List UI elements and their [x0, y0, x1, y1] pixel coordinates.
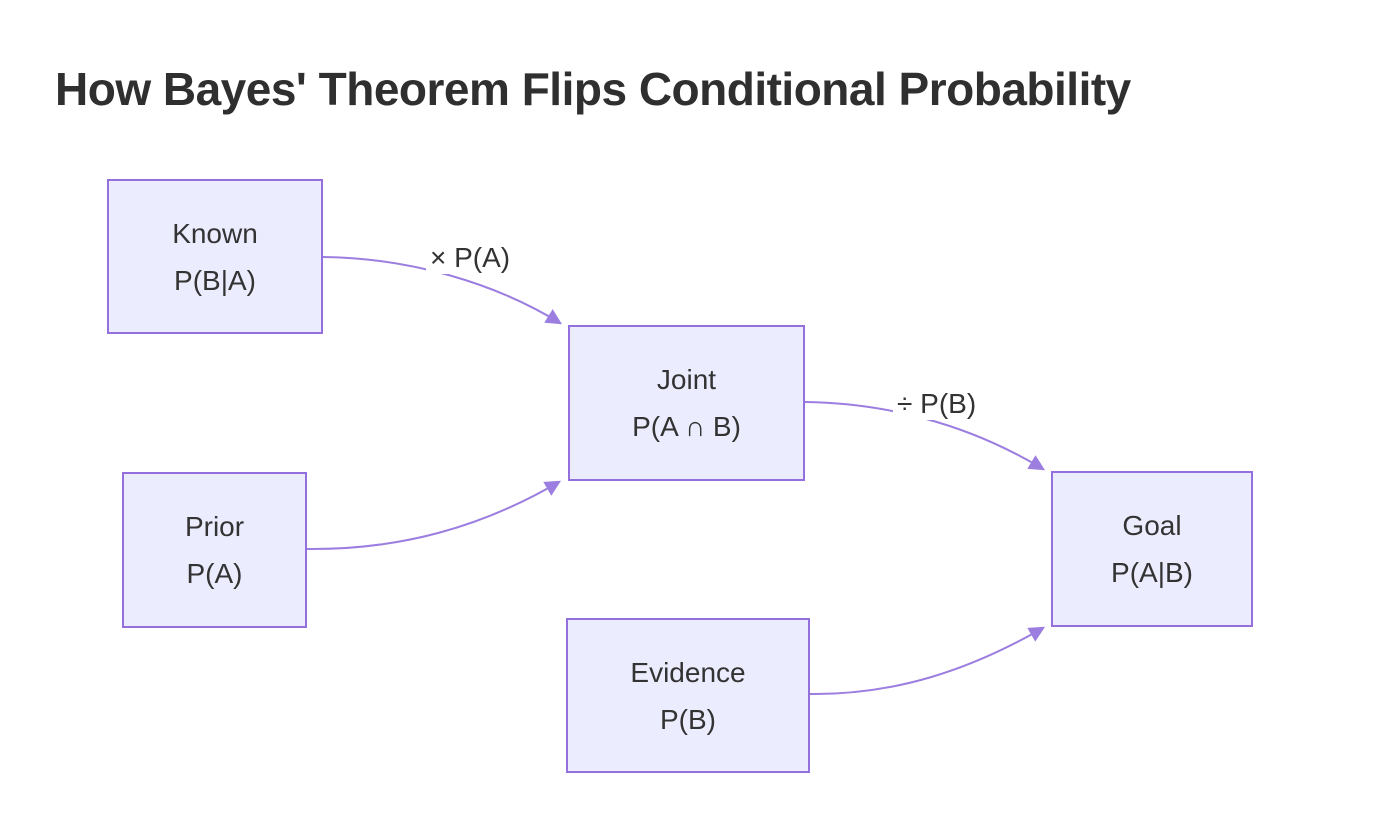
edge-evidence-to-goal: [809, 626, 1046, 696]
node-evidence-name: Evidence: [630, 656, 746, 688]
node-evidence-formula: P(B): [660, 703, 716, 735]
node-known-formula: P(B|A): [174, 264, 256, 296]
edge-label-multiply-prior: × P(A): [426, 242, 515, 274]
node-joint-formula: P(A ∩ B): [632, 411, 741, 442]
node-goal-formula: P(A|B): [1111, 557, 1193, 588]
edge-label-divide-evidence: ÷ P(B): [893, 388, 981, 420]
node-prior: Prior P(A): [122, 472, 307, 628]
diagram-title: How Bayes' Theorem Flips Conditional Pro…: [55, 63, 1131, 115]
node-prior-formula: P(A): [186, 558, 243, 589]
edge-prior-to-joint: [306, 480, 562, 551]
node-evidence: Evidence P(B): [566, 618, 810, 773]
node-prior-name: Prior: [184, 511, 245, 542]
node-goal: Goal P(A|B): [1051, 471, 1253, 627]
node-known: Known P(B|A): [107, 179, 323, 334]
node-joint-name: Joint: [656, 364, 717, 395]
edge-known-to-joint: [322, 256, 563, 325]
node-known-name: Known: [172, 217, 258, 249]
node-goal-name: Goal: [1122, 510, 1182, 541]
node-joint: Joint P(A ∩ B): [568, 325, 805, 481]
